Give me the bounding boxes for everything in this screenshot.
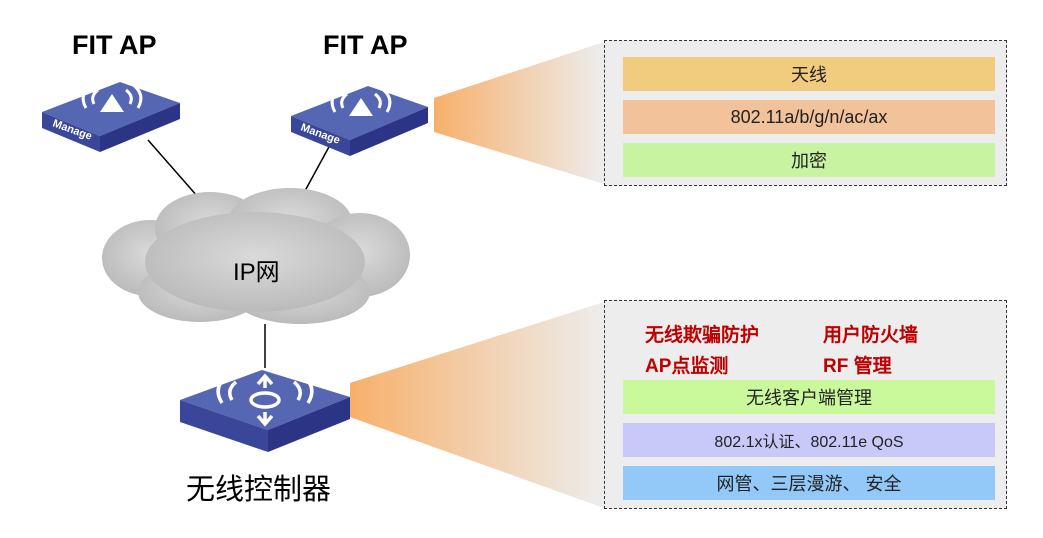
controller-beam bbox=[350, 302, 604, 508]
ap-bar-protocols: 802.11a/b/g/n/ac/ax bbox=[623, 100, 995, 134]
ctrl-bar-auth-qos: 802.1x认证、802.11e QoS bbox=[623, 423, 995, 457]
ctrl-bar-client-management: 无线客户端管理 bbox=[623, 380, 995, 414]
feature-user-firewall: 用户防火墙 bbox=[823, 325, 919, 346]
feature-wireless-spoofing-protection: 无线欺骗防护 bbox=[645, 325, 760, 346]
controller-icon bbox=[216, 373, 314, 427]
ip-network-cloud bbox=[102, 188, 410, 324]
wifi-antenna-icon bbox=[81, 82, 143, 112]
ap-features-panel: 天线 802.11a/b/g/n/ac/ax 加密 bbox=[604, 40, 1007, 186]
controller-features-panel: 无线欺骗防护 用户防火墙 AP点监测 RF 管理 无线客户端管理 802.1x认… bbox=[604, 300, 1007, 509]
fit-ap-device-1: Manage bbox=[42, 82, 180, 152]
controller-label: 无线控制器 bbox=[186, 474, 332, 506]
fit-ap-device-2: Manage bbox=[291, 86, 428, 156]
feature-rf-management: RF 管理 bbox=[823, 356, 892, 377]
feature-ap-monitoring: AP点监测 bbox=[645, 356, 729, 377]
ap-title-2: FIT AP bbox=[323, 30, 408, 60]
wifi-antenna-icon bbox=[330, 86, 392, 116]
ctrl-bar-nms-roaming-security: 网管、三层漫游、 安全 bbox=[623, 466, 995, 500]
ap-bar-encryption: 加密 bbox=[623, 143, 995, 177]
ap-bar-antenna: 天线 bbox=[623, 57, 995, 91]
ip-network-label: IP网 bbox=[233, 259, 280, 286]
ap-title-1: FIT AP bbox=[72, 30, 157, 60]
wireless-controller-device bbox=[180, 370, 350, 452]
ap-beam bbox=[434, 42, 604, 184]
